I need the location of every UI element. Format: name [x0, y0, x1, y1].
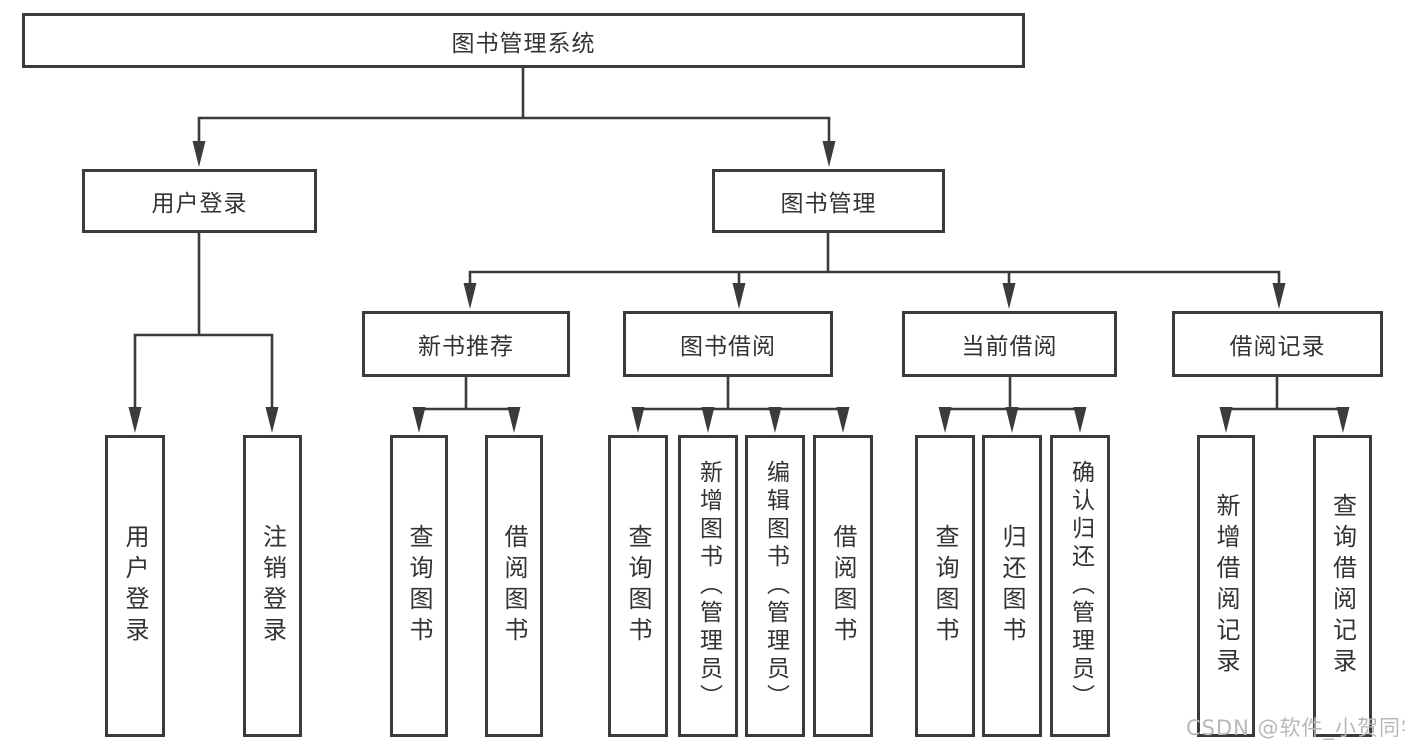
arrowhead: [128, 407, 142, 433]
arrowhead: [938, 407, 952, 433]
node-leaf-add-borrow-record: 新增借阅记录: [1197, 435, 1255, 737]
node-current-borrow: 当前借阅: [902, 311, 1117, 377]
arrowhead: [463, 283, 477, 309]
arrowhead: [1336, 407, 1350, 433]
node-leaf-query-books: 查询图书: [915, 435, 975, 737]
node-user-login: 用户登录: [82, 169, 317, 233]
arrowhead: [265, 407, 279, 433]
connector-book-mgmt-children: [468, 230, 1281, 288]
arrowhead: [836, 407, 850, 433]
connector-new-book-rec-children: [417, 375, 516, 411]
node-new-book-recommend: 新书推荐: [362, 311, 570, 377]
arrowhead: [631, 407, 645, 433]
arrowhead: [1005, 407, 1019, 433]
arrowhead: [412, 407, 426, 433]
node-leaf-borrow-books: 借阅图书: [813, 435, 873, 737]
arrowhead: [1002, 283, 1016, 309]
connector-root-to-level2: [197, 66, 831, 146]
arrowhead: [1219, 407, 1233, 433]
arrowhead: [701, 407, 715, 433]
csdn-watermark: CSDN @软件_小贺同学: [1186, 716, 1405, 740]
arrowhead: [192, 141, 206, 167]
node-root: 图书管理系统: [22, 13, 1025, 68]
node-leaf-add-books-admin: 新增图书（管理员）: [678, 435, 738, 737]
arrowhead: [507, 407, 521, 433]
node-leaf-logout: 注销登录: [243, 435, 302, 737]
connector-current-borrow-children: [943, 375, 1082, 411]
connector-book-borrow-children: [636, 375, 845, 411]
connector-borrow-records-children: [1224, 375, 1345, 411]
arrowhead: [768, 407, 782, 433]
node-leaf-query-books: 查询图书: [390, 435, 448, 737]
arrowhead: [822, 141, 836, 167]
node-book-borrow: 图书借阅: [623, 311, 833, 377]
arrowhead: [1272, 283, 1286, 309]
node-leaf-user-login: 用户登录: [105, 435, 165, 737]
node-leaf-edit-books-admin: 编辑图书（管理员）: [745, 435, 805, 737]
node-leaf-query-borrow-record: 查询借阅记录: [1313, 435, 1372, 737]
connector-user-login-children: [133, 230, 274, 412]
arrowhead: [1073, 407, 1087, 433]
node-leaf-borrow-books: 借阅图书: [485, 435, 543, 737]
node-book-management: 图书管理: [712, 169, 945, 233]
node-leaf-query-books: 查询图书: [608, 435, 668, 737]
node-borrow-records: 借阅记录: [1172, 311, 1383, 377]
node-leaf-return-books: 归还图书: [982, 435, 1042, 737]
arrowhead: [732, 283, 746, 309]
node-leaf-confirm-return-admin: 确认归还（管理员）: [1050, 435, 1110, 737]
